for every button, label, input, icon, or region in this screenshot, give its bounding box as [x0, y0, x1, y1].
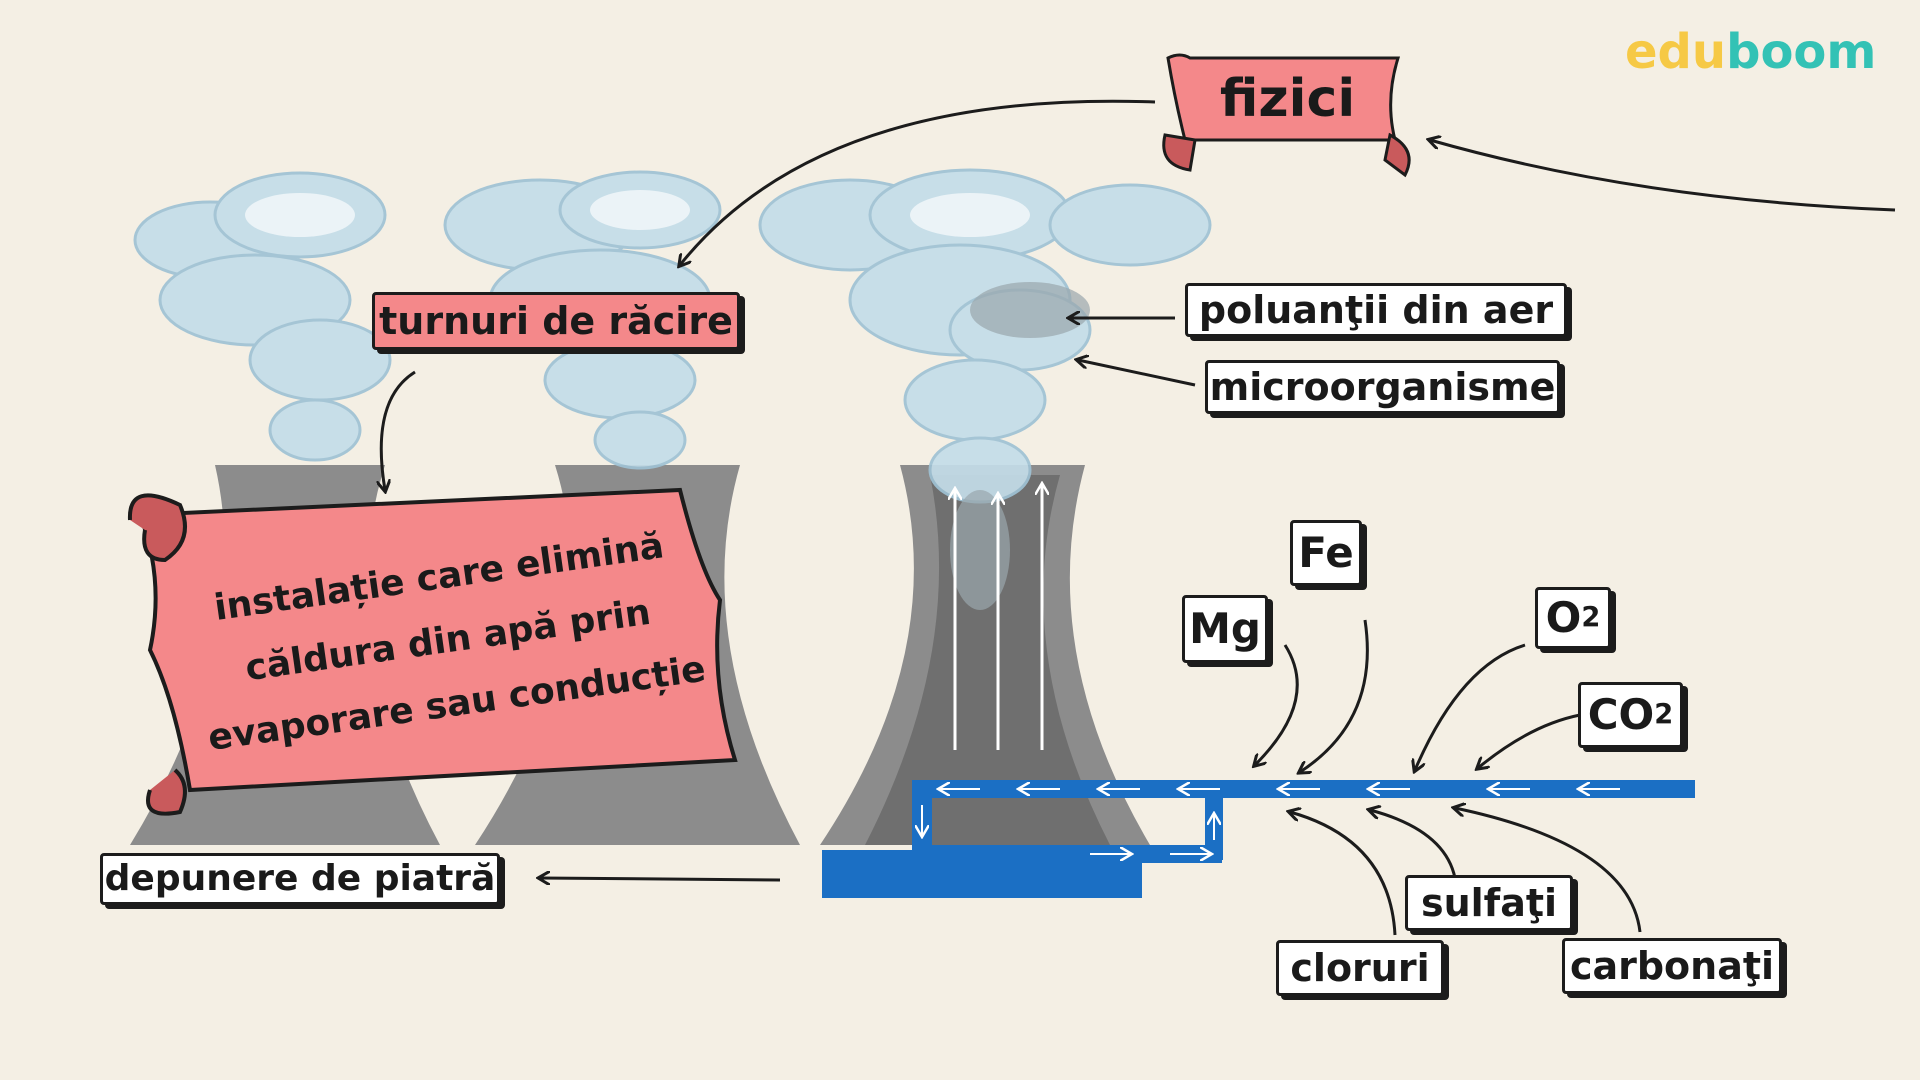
- logo-part1: edu: [1625, 24, 1727, 80]
- co2-subscript: 2: [1654, 699, 1674, 731]
- steam-highlight: [245, 190, 1030, 237]
- label-turnuri-de-racire: turnuri de răcire: [372, 292, 740, 350]
- label-cloruri: cloruri: [1276, 940, 1444, 996]
- fizici-text: fizici: [1219, 69, 1356, 129]
- annotation-arrows: [381, 99, 1896, 936]
- label-fe: Fe: [1290, 520, 1362, 586]
- label-fizici: fizici: [1185, 64, 1390, 134]
- logo-part2: boom: [1726, 24, 1877, 80]
- label-carbonati: carbonaţi: [1562, 938, 1782, 994]
- mg-text: Mg: [1189, 604, 1261, 653]
- label-depunere-de-piatra: depunere de piatră: [100, 853, 500, 905]
- sulfati-text: sulfaţi: [1420, 881, 1558, 925]
- o2-subscript: 2: [1581, 602, 1601, 634]
- cooling-tower-right: [820, 465, 1150, 845]
- turnuri-text: turnuri de răcire: [379, 299, 733, 343]
- water-pipe: [822, 780, 1695, 898]
- flow-arrows: [922, 789, 1620, 854]
- co2-text: CO: [1587, 690, 1655, 739]
- cloruri-text: cloruri: [1290, 946, 1430, 990]
- fe-text: Fe: [1298, 528, 1354, 577]
- rising-steam-arrows: [955, 485, 1042, 750]
- microorganisme-text: microorganisme: [1209, 365, 1556, 409]
- label-sulfati: sulfaţi: [1405, 875, 1573, 931]
- fizici-ribbon: [1162, 53, 1411, 178]
- label-poluantii-din-aer: poluanţii din aer: [1185, 283, 1567, 337]
- o2-text: O: [1545, 593, 1582, 642]
- depunere-text: depunere de piatră: [104, 858, 496, 899]
- carbonati-text: carbonaţi: [1569, 944, 1775, 988]
- label-mg: Mg: [1182, 595, 1268, 663]
- definition-scroll: [127, 487, 738, 816]
- eduboom-logo: edu boom: [1625, 22, 1895, 82]
- dark-smoke: [950, 282, 1090, 610]
- label-microorganisme: microorganisme: [1205, 360, 1560, 414]
- poluanti-text: poluanţii din aer: [1198, 288, 1554, 332]
